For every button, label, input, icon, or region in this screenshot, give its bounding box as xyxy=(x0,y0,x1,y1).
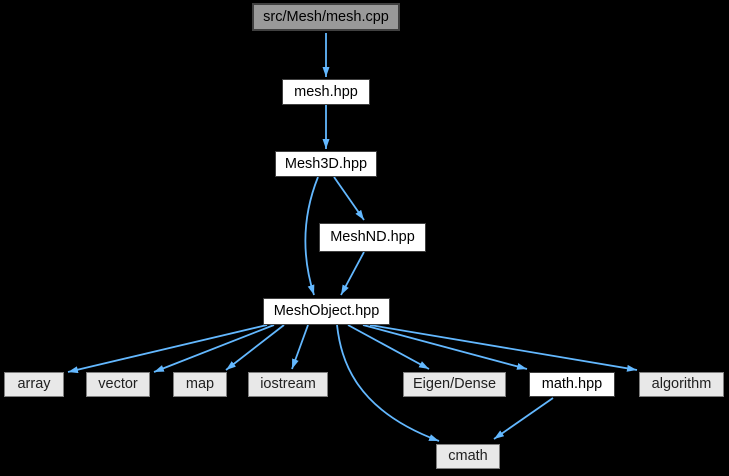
edge-mesh3d-hpp-to-meshobject-hpp xyxy=(304,176,319,296)
node-array: array xyxy=(4,372,64,397)
node-vector: vector xyxy=(86,372,150,397)
edge-meshobject-hpp-to-iostream xyxy=(291,324,309,370)
edge-meshobject-hpp-to-map xyxy=(225,324,285,371)
node-meshnd-hpp[interactable]: MeshND.hpp xyxy=(319,223,426,252)
node-mesh-hpp[interactable]: mesh.hpp xyxy=(282,79,370,105)
node-algorithm: algorithm xyxy=(639,372,724,397)
node-cmath: cmath xyxy=(436,444,500,469)
edge-meshobject-hpp-to-math-hpp xyxy=(362,324,528,370)
edge-meshnd-hpp-to-meshobject-hpp xyxy=(340,251,365,296)
node-map: map xyxy=(173,372,227,397)
edge-meshobject-hpp-to-algorithm xyxy=(369,324,638,372)
node-math-hpp[interactable]: math.hpp xyxy=(529,372,615,397)
node-iostream: iostream xyxy=(248,372,328,397)
node-src-mesh-mesh-cpp: src/Mesh/mesh.cpp xyxy=(252,3,400,31)
node-eigen-dense: Eigen/Dense xyxy=(403,372,506,397)
edge-math-hpp-to-cmath xyxy=(493,397,554,440)
edge-meshobject-hpp-to-array xyxy=(67,324,268,374)
node-mesh3d-hpp[interactable]: Mesh3D.hpp xyxy=(275,151,377,177)
node-meshobject-hpp[interactable]: MeshObject.hpp xyxy=(263,298,390,325)
edge-meshobject-hpp-to-cmath xyxy=(336,324,440,442)
edge-meshobject-hpp-to-eigen-dense xyxy=(347,324,430,370)
edge-mesh3d-hpp-to-meshnd-hpp xyxy=(333,176,365,221)
edge-meshobject-hpp-to-vector xyxy=(153,324,275,373)
